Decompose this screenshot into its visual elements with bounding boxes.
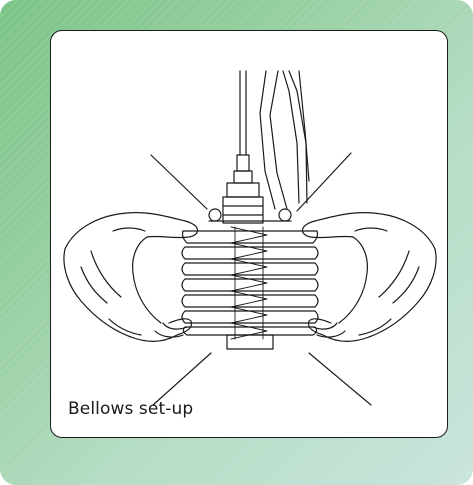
figure-card: Bellows set-up [50,30,448,438]
figure-caption: Bellows set-up [68,399,193,419]
tube-lines [240,71,309,209]
right-hand [302,213,436,342]
inner-spring [231,227,267,339]
bellows-cap [209,155,291,223]
bellows-body [182,231,318,349]
left-hand [64,213,198,342]
bellows-hands-illustration-icon [51,31,448,438]
